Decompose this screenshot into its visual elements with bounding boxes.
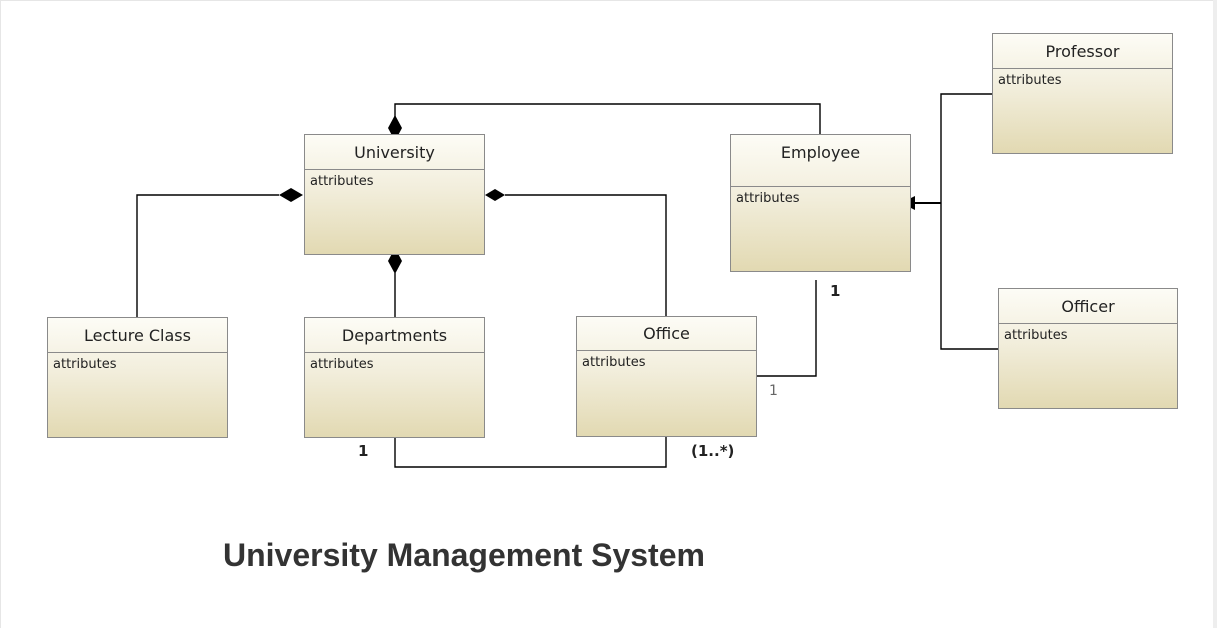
class-attributes: attributes xyxy=(310,174,374,189)
class-name: Office xyxy=(577,317,756,351)
class-lecture-class[interactable]: Lecture Class attributes xyxy=(47,317,228,438)
class-attributes: attributes xyxy=(310,357,374,372)
multiplicity-departments-end: 1 xyxy=(358,442,369,460)
class-name: Employee xyxy=(731,135,910,187)
connector-university-employee xyxy=(394,103,821,135)
connector-departments-office xyxy=(394,437,667,468)
class-name: Officer xyxy=(999,289,1177,324)
diagram-title: University Management System xyxy=(223,537,705,573)
class-attributes: attributes xyxy=(736,191,800,206)
class-departments[interactable]: Departments attributes xyxy=(304,317,485,438)
class-university[interactable]: University attributes xyxy=(304,134,485,255)
class-attributes: attributes xyxy=(53,357,117,372)
multiplicity-office-end: 1 xyxy=(769,383,778,399)
class-officer[interactable]: Officer attributes xyxy=(998,288,1178,409)
class-name: Professor xyxy=(993,34,1172,69)
vertical-scrollbar[interactable] xyxy=(1213,0,1217,628)
class-professor[interactable]: Professor attributes xyxy=(992,33,1173,154)
class-name: Lecture Class xyxy=(48,318,227,353)
connector-employee-office xyxy=(757,280,817,377)
composition-diamond-university-left xyxy=(279,188,303,202)
connector-university-lecture-class xyxy=(136,194,279,318)
class-employee[interactable]: Employee attributes xyxy=(730,134,911,272)
class-name: Departments xyxy=(305,318,484,353)
multiplicity-office-many: (1..*) xyxy=(691,442,735,460)
class-attributes: attributes xyxy=(582,355,646,370)
class-attributes: attributes xyxy=(1004,328,1068,343)
connector-university-office xyxy=(505,194,667,316)
connector-professor-employee xyxy=(940,93,998,350)
class-office[interactable]: Office attributes xyxy=(576,316,757,437)
multiplicity-employee-end: 1 xyxy=(830,282,841,300)
class-name: University xyxy=(305,135,484,170)
composition-diamond-university-right xyxy=(485,189,505,201)
class-attributes: attributes xyxy=(998,73,1062,88)
